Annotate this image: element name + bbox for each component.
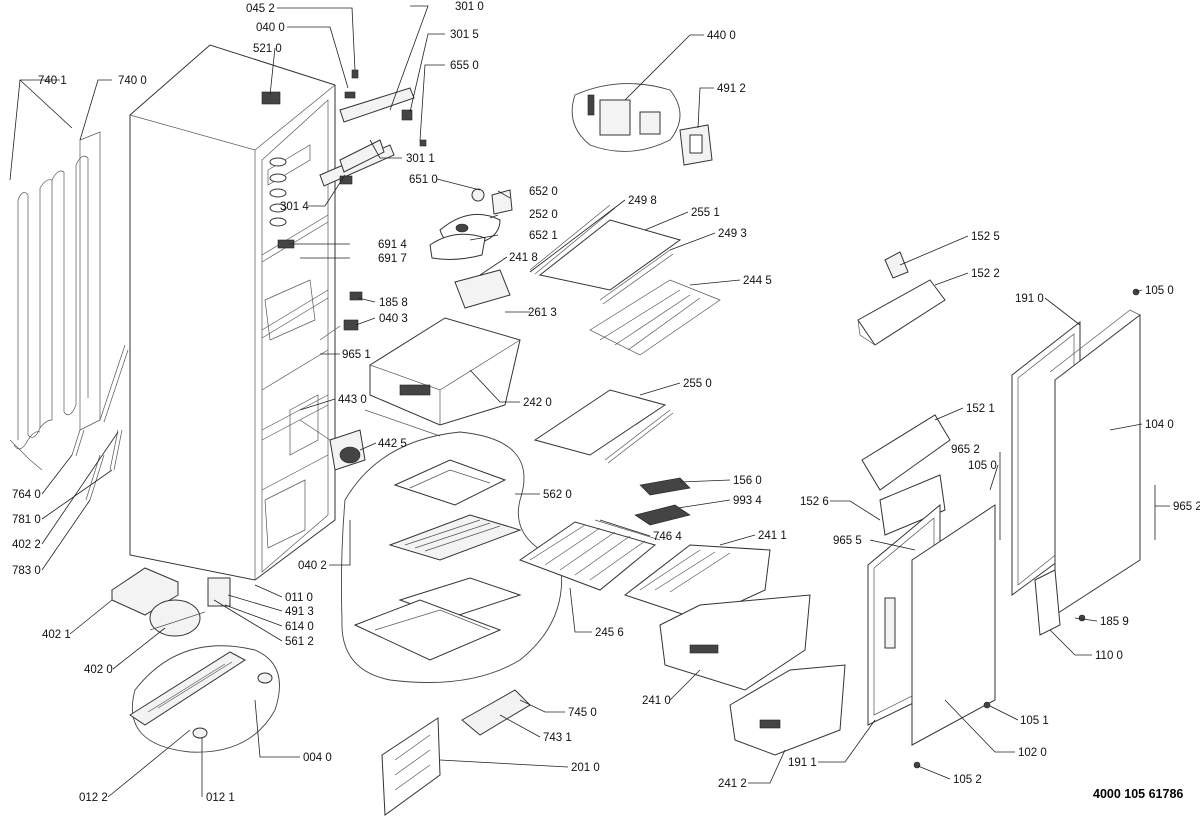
callout-9652-right: 965 2 (1173, 501, 1200, 513)
control-module-group (571, 83, 713, 166)
leader-lines (9, 5, 1170, 798)
callout-2410: 241 0 (642, 695, 671, 707)
callout-2420: 242 0 (523, 397, 552, 409)
callout-6521: 652 1 (529, 230, 558, 242)
callout-2498: 249 8 (628, 195, 657, 207)
callout-1526: 152 6 (800, 496, 829, 508)
drain-tubes (71, 344, 129, 501)
callout-2412: 241 2 (718, 778, 747, 790)
callout-1525: 152 5 (971, 231, 1000, 243)
callout-1100: 110 0 (1095, 650, 1123, 662)
callout-0403: 040 3 (379, 313, 408, 325)
callout-6510: 651 0 (409, 174, 438, 186)
callout-7401: 740 1 (38, 75, 67, 87)
callout-2418: 241 8 (509, 252, 538, 264)
shelves-group (364, 204, 721, 464)
callout-6914: 691 4 (378, 239, 407, 251)
callout-7431: 743 1 (543, 732, 572, 744)
callout-0122: 012 2 (79, 792, 108, 804)
callout-4912: 491 2 (717, 83, 746, 95)
top-hinge-parts (319, 69, 427, 187)
callout-2456: 245 6 (595, 627, 624, 639)
callout-4021: 402 1 (42, 629, 71, 641)
callout-6520: 652 0 (529, 186, 558, 198)
callout-7400: 740 0 (118, 75, 147, 87)
freezer-drawers (623, 544, 846, 756)
callout-4430: 443 0 (338, 394, 367, 406)
callout-0121: 012 1 (206, 792, 235, 804)
callout-1051: 105 1 (1020, 715, 1049, 727)
callout-4020: 402 0 (84, 664, 113, 676)
callout-2550: 255 0 (683, 378, 712, 390)
callout-3010: 301 0 (455, 1, 484, 13)
callout-1521: 152 1 (966, 403, 995, 415)
callout-0402: 040 2 (298, 560, 327, 572)
callout-0040: 004 0 (303, 752, 332, 764)
connector-parts (319, 291, 363, 341)
callout-7450: 745 0 (568, 707, 597, 719)
callout-0452: 045 2 (246, 3, 275, 15)
compressor-assembly (110, 567, 280, 753)
callout-9651: 965 1 (342, 349, 371, 361)
bottom-covers (381, 689, 531, 816)
callout-1052: 105 2 (953, 774, 982, 786)
callout-0400: 040 0 (256, 22, 285, 34)
callout-4400: 440 0 (707, 30, 736, 42)
callout-labels: 045 2 040 0 301 0 521 0 301 5 655 0 740 … (12, 1, 1200, 804)
callout-3015: 301 5 (450, 29, 479, 41)
condenser-coil (9, 131, 101, 471)
freezer-accessories (518, 477, 691, 591)
callout-2010: 201 0 (571, 762, 600, 774)
callout-2445: 244 5 (743, 275, 772, 287)
fan-motor (299, 419, 366, 471)
callout-2551: 255 1 (691, 207, 720, 219)
callout-5210: 521 0 (253, 43, 282, 55)
callout-2493: 249 3 (718, 228, 747, 240)
callout-5620: 562 0 (543, 489, 572, 501)
callout-9652-left: 965 2 (951, 444, 980, 456)
callout-2613: 261 3 (528, 307, 557, 319)
refrigerator-doors (867, 288, 1141, 769)
parts-artwork (9, 44, 1141, 816)
evaporator-group (340, 431, 563, 683)
callout-4022: 402 2 (12, 539, 41, 551)
callout-3014: 301 4 (280, 201, 309, 213)
callout-7830: 783 0 (12, 565, 41, 577)
callout-4425: 442 5 (378, 438, 407, 450)
callout-9655: 965 5 (833, 535, 862, 547)
callout-7640: 764 0 (12, 489, 41, 501)
cabinet-body (129, 44, 336, 581)
callout-1911: 191 1 (788, 757, 817, 769)
callout-7464: 746 4 (653, 531, 682, 543)
callout-1859: 185 9 (1100, 616, 1129, 628)
callout-1522: 152 2 (971, 268, 1000, 280)
callout-6140: 614 0 (285, 621, 314, 633)
callout-9934: 993 4 (733, 495, 762, 507)
callout-1020: 102 0 (1018, 747, 1047, 759)
callout-1560: 156 0 (733, 475, 762, 487)
callout-3011: 301 1 (406, 153, 435, 165)
document-code: 4000 105 61786 (1093, 787, 1183, 801)
fan-light-parts (429, 188, 513, 260)
callout-6917: 691 7 (378, 253, 407, 265)
callout-4913: 491 3 (285, 606, 314, 618)
callout-1858: 185 8 (379, 297, 408, 309)
door-shelves (857, 251, 951, 536)
callout-0110: 011 0 (285, 592, 313, 604)
callout-7810: 781 0 (12, 514, 41, 526)
callout-2520: 252 0 (529, 209, 558, 221)
callout-1910: 191 0 (1015, 293, 1044, 305)
callout-1040: 104 0 (1145, 419, 1174, 431)
callout-1050-top: 105 0 (1145, 285, 1174, 297)
callout-6550: 655 0 (450, 60, 479, 72)
callout-5612: 561 2 (285, 636, 314, 648)
callout-1050-mid: 105 0 (968, 460, 997, 472)
callout-2411: 241 1 (758, 530, 787, 542)
